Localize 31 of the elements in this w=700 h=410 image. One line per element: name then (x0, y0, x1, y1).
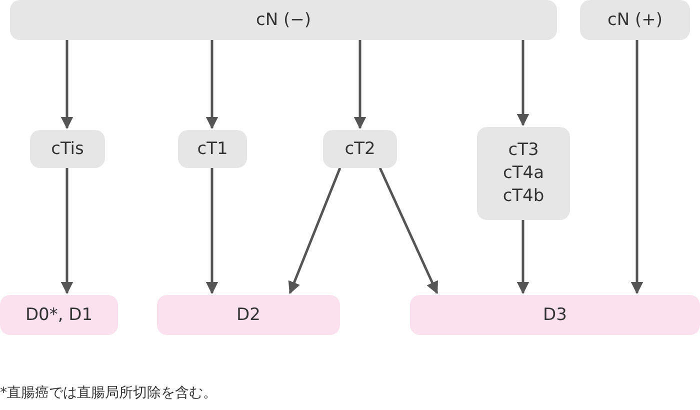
arrow (354, 40, 366, 130)
node-text: cT4a (503, 162, 544, 185)
node-text: cN (+) (608, 8, 662, 32)
stage-box (10, 0, 557, 40)
arrow (60, 168, 74, 294)
stage-box (580, 0, 690, 40)
result-box (410, 295, 700, 335)
node-text: cT1 (197, 138, 228, 160)
node-text: cT4b (502, 184, 544, 208)
arrow (630, 40, 644, 294)
arrow (60, 40, 74, 130)
stage-box (477, 127, 570, 220)
arrow (206, 168, 218, 294)
result-box (157, 295, 340, 335)
result-box (0, 295, 118, 335)
arrow (516, 220, 530, 294)
node-text: D0*, D1 (25, 304, 93, 326)
stage-box (30, 130, 105, 168)
footnote: *直腸癌では直腸局所切除を含む。 (0, 384, 217, 402)
node-text: cN (−) (256, 8, 311, 32)
node-text: cT3 (508, 139, 539, 162)
stage-box (323, 130, 397, 168)
stage-box (178, 130, 247, 168)
arrow (288, 168, 342, 294)
arrow (206, 40, 218, 130)
arrow (516, 40, 530, 126)
node-text: D2 (236, 304, 260, 326)
node-text: D3 (543, 304, 567, 326)
node-text: cT2 (344, 138, 376, 160)
arrow (378, 167, 438, 294)
node-text: cTis (51, 138, 84, 160)
